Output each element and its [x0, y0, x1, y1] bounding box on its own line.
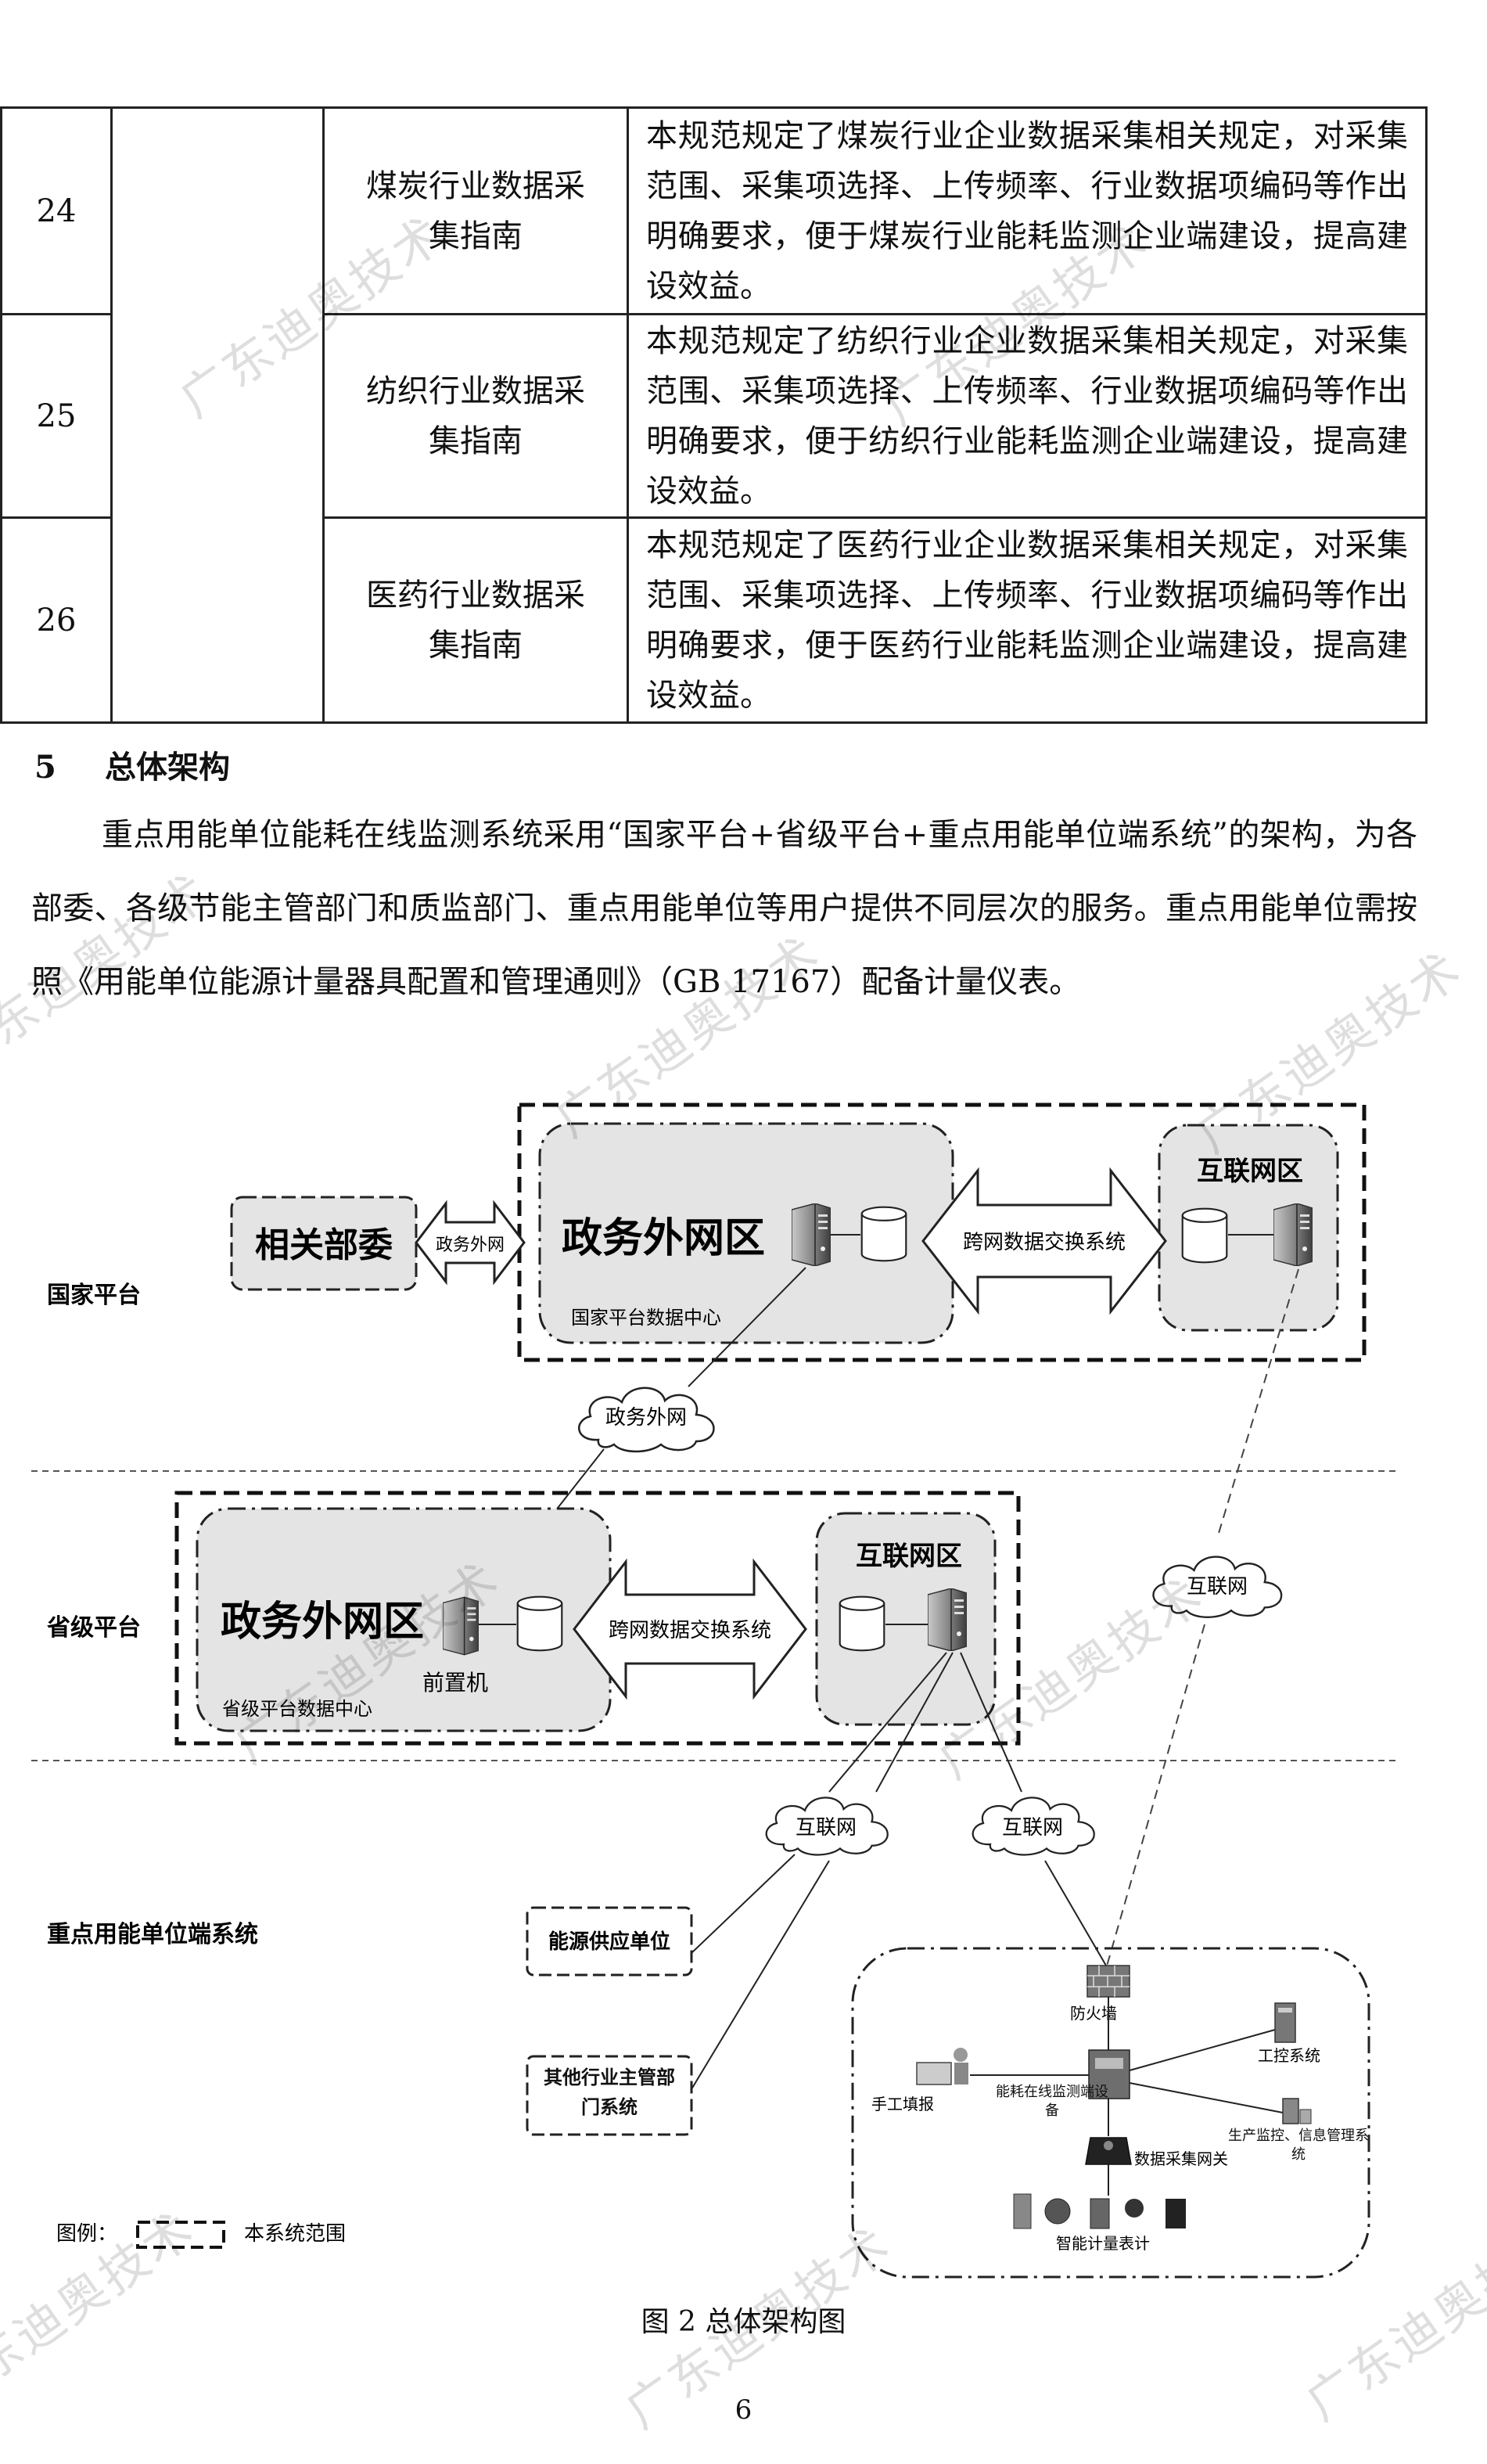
- related-ministries-label: 相关部委: [255, 1225, 393, 1265]
- provincial-internet-server-icon: [928, 1588, 967, 1651]
- provincial-exchange-arrow: [573, 1558, 807, 1700]
- monitor-device-label: 能耗在线监测端设备: [996, 2084, 1108, 2119]
- national-datacenter-label: 国家平台数据中心: [571, 1307, 721, 1329]
- national-internet-zone-label: 互联网区: [1197, 1156, 1303, 1187]
- legend-prefix: 图例：: [56, 2222, 117, 2246]
- ministries-link-arrow: [415, 1200, 526, 1286]
- provincial-gov-database-icon: [516, 1595, 563, 1652]
- gateway-label: 数据采集网关: [1134, 2149, 1228, 2168]
- category-cell: [110, 106, 325, 724]
- production-system-label: 生产监控、信息管理系统: [1228, 2128, 1369, 2163]
- national-exchange-label: 跨网数据交换系统: [963, 1231, 1126, 1254]
- standard-description: 本规范规定了纺织行业企业数据采集相关规定，对采集范围、采集项选择、上传频率、行业…: [627, 313, 1428, 519]
- provincial-exchange-label: 跨网数据交换系统: [609, 1619, 771, 1642]
- energy-supply-box: [526, 1906, 693, 1977]
- section-number: 5: [34, 749, 56, 786]
- level-label-provincial: 省级平台: [47, 1614, 141, 1642]
- standard-description: 本规范规定了煤炭行业企业数据采集相关规定，对采集范围、采集项选择、上传频率、行业…: [627, 106, 1428, 315]
- frontend-label: 前置机: [422, 1670, 488, 1696]
- monitor-device-icon: [1088, 2049, 1130, 2099]
- firewall-label: 防火墙: [1070, 2004, 1117, 2023]
- internet-cloud-mid-right-label: 互联网: [1002, 1816, 1063, 1840]
- internet-cloud-mid-left-label: 互联网: [796, 1816, 857, 1840]
- table-row: 24 煤炭行业数据采集指南 本规范规定了煤炭行业企业数据采集相关规定，对采集范围…: [0, 106, 1428, 724]
- row-number: 25: [0, 313, 113, 519]
- smart-meters-icon: [1013, 2193, 1186, 2229]
- standard-name: 纺织行业数据采集指南: [366, 372, 585, 459]
- provincial-platform-boundary: [174, 1491, 1021, 1746]
- control-system-icon: [1274, 2002, 1296, 2043]
- provincial-gov-zone: [196, 1507, 612, 1732]
- provincial-internet-zone: [815, 1512, 997, 1726]
- provincial-gov-zone-label: 政务外网区: [221, 1599, 424, 1646]
- national-internet-server-icon: [1273, 1203, 1313, 1266]
- national-gov-zone-label: 政务外网区: [562, 1215, 765, 1262]
- standards-table: 24 煤炭行业数据采集指南 本规范规定了煤炭行业企业数据采集相关规定，对采集范围…: [0, 106, 1428, 724]
- firewall-icon: [1087, 1965, 1130, 1998]
- national-exchange-arrow: [921, 1167, 1167, 1315]
- standard-description: 本规范规定了医药行业企业数据采集相关规定，对采集范围、采集项选择、上传频率、行业…: [627, 516, 1428, 724]
- legend-text: 本系统范围: [244, 2222, 346, 2246]
- standard-name-cell: 煤炭行业数据采集指南: [322, 106, 629, 315]
- internet-cloud-right-label: 互联网: [1187, 1575, 1248, 1599]
- provincial-datacenter-label: 省级平台数据中心: [222, 1698, 372, 1720]
- section-heading: 5 总体架构: [34, 742, 230, 787]
- energy-supply-label: 能源供应单位: [548, 1930, 670, 1954]
- provincial-internet-zone-label: 互联网区: [856, 1541, 962, 1572]
- standard-name-cell: 纺织行业数据采集指南: [322, 313, 629, 519]
- row-number: 24: [0, 106, 113, 315]
- gateway-icon: [1085, 2137, 1132, 2165]
- frontend-server-icon: [443, 1596, 479, 1656]
- related-ministries-box: [230, 1196, 418, 1291]
- smart-meters-label: 智能计量表计: [1056, 2234, 1150, 2253]
- architecture-diagram: 国家平台 省级平台 重点用能单位端系统 政务外网区 国家平台数据中心 互联网区 …: [31, 1103, 1400, 2279]
- provincial-internet-database-icon: [839, 1595, 885, 1652]
- table-row: 25 纺织行业数据采集指南 本规范规定了纺织行业企业数据采集相关规定，对采集范围…: [0, 313, 1428, 519]
- section-title: 总体架构: [105, 749, 230, 786]
- enterprise-system-boundary: [851, 1947, 1370, 2279]
- level-label-enterprise: 重点用能单位端系统: [47, 1921, 258, 1948]
- standard-name-cell: 医药行业数据采集指南: [322, 516, 629, 724]
- control-system-label: 工控系统: [1258, 2046, 1320, 2065]
- standard-name: 医药行业数据采集指南: [366, 577, 585, 664]
- gov-network-cloud-label: 政务外网: [605, 1406, 687, 1430]
- standard-name: 煤炭行业数据采集指南: [366, 167, 585, 254]
- page-number: 6: [735, 2394, 752, 2426]
- row-number: 26: [0, 516, 113, 724]
- manual-input-icon: [916, 2048, 968, 2085]
- legend-swatch: [136, 2221, 225, 2249]
- national-gov-server-icon: [792, 1203, 831, 1266]
- other-dept-label: 其他行业主管部门系统: [544, 2067, 675, 2118]
- figure-caption: 图 2 总体架构图: [641, 2306, 846, 2338]
- manual-input-label: 手工填报: [871, 2095, 934, 2113]
- other-dept-box: [526, 2055, 693, 2136]
- table-row: 26 医药行业数据采集指南 本规范规定了医药行业企业数据采集相关规定，对采集范围…: [0, 516, 1428, 724]
- national-gov-zone: [538, 1122, 954, 1344]
- production-system-icon: [1282, 2098, 1312, 2124]
- national-internet-zone: [1158, 1124, 1339, 1332]
- national-internet-database-icon: [1181, 1207, 1228, 1264]
- national-platform-boundary: [517, 1103, 1367, 1362]
- level-label-national: 国家平台: [47, 1282, 141, 1309]
- section-paragraph: 重点用能单位能耗在线监测系统采用“国家平台+省级平台+重点用能单位端系统”的架构…: [31, 817, 1417, 1000]
- national-gov-database-icon: [860, 1206, 907, 1262]
- ministries-link-label: 政务外网: [436, 1236, 505, 1255]
